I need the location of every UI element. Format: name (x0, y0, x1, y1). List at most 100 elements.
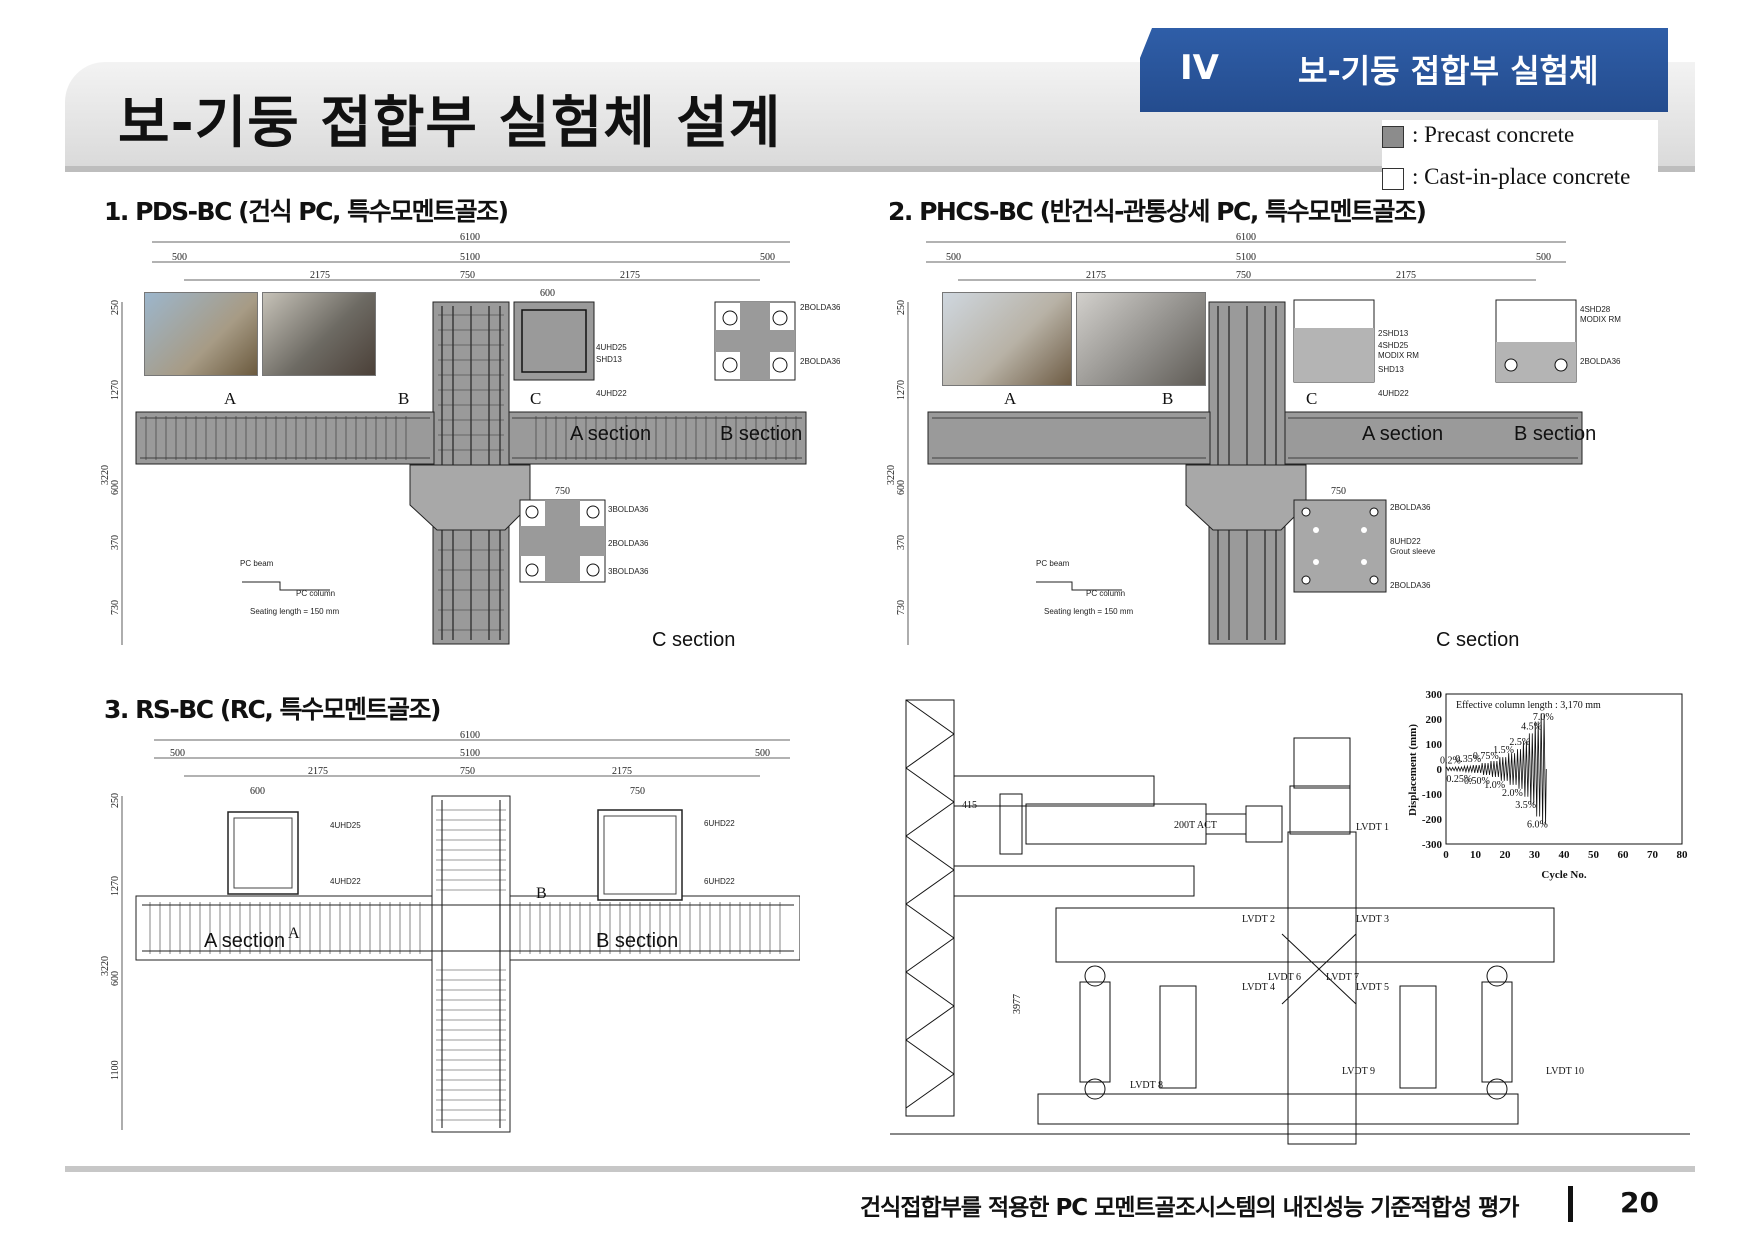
beam-stirrups (149, 902, 781, 954)
legend-label: : Cast-in-place concrete (1412, 164, 1631, 189)
dim-left: 500 (946, 252, 961, 263)
reaction-frame (905, 699, 955, 1117)
dim-v2: 1270 (110, 380, 121, 400)
lvdt-2: LVDT 2 (1242, 914, 1275, 925)
b-section-label: B section (1514, 423, 1596, 445)
dim-v1: 250 (896, 300, 907, 315)
specimen-photo-2 (262, 292, 376, 376)
marker-c: C (530, 389, 541, 408)
a-rebar-1: 4UHD25 (330, 821, 361, 830)
actuator-label: 200T ACT (1174, 820, 1217, 831)
drift-step-label: 6.0% (1527, 820, 1548, 831)
drift-step-label: 0.2% (1440, 755, 1461, 766)
specimen-photo-1 (942, 292, 1072, 386)
drift-step-label: 0.75% (1473, 751, 1499, 762)
dim-v1: 250 (110, 793, 121, 808)
marker-a: A (1004, 389, 1017, 408)
drawing-rs-bc: 6100 500 5100 500 2175 750 2175 250 1270… (100, 730, 801, 1150)
lvdt-10: LVDT 10 (1546, 1066, 1584, 1077)
b-section-label: B section (596, 930, 678, 952)
column-ties (436, 809, 506, 1121)
precast-swatch (1382, 125, 1404, 148)
a-rebar-2: 4SHD25 (1378, 341, 1409, 350)
dim-right: 500 (760, 252, 775, 263)
y-tick-label: 0 (1437, 764, 1443, 776)
dim-v3: 3220 (100, 956, 111, 976)
footer-text: 건식접합부를 적용한 PC 모멘트골조시스템의 내진성능 기준적합성 평가 (860, 1195, 1519, 1221)
pc-beam-right (1284, 411, 1583, 465)
b-section-shape (597, 809, 683, 901)
drift-step-label: 0.50% (1464, 776, 1490, 787)
dim-total: 6100 (1236, 232, 1256, 243)
dim-v5: 1100 (110, 1060, 121, 1080)
a-rebar-4: SHD13 (1378, 365, 1404, 374)
drift-step-label: 0.25% (1446, 774, 1472, 785)
section-3-title: 3. RS-BC (RC, 특수모멘트골조) (104, 695, 441, 724)
x-tick-label: 10 (1470, 849, 1482, 861)
drift-step-label: 2.0% (1502, 788, 1523, 799)
dim-span-left: 2175 (310, 270, 330, 281)
y-tick-label: 200 (1426, 714, 1443, 726)
c-section-label: C section (1436, 629, 1519, 651)
x-axis-label: Cycle No. (1541, 869, 1586, 881)
a-rebar-2: 4UHD22 (330, 877, 361, 886)
note-pc-column: PC column (1086, 589, 1125, 598)
lvdt-8: LVDT 8 (1130, 1080, 1163, 1091)
dim-column: 750 (1236, 270, 1251, 281)
c-rebar-4: 2BOLDA36 (1390, 581, 1431, 590)
y-tick-label: 300 (1426, 689, 1443, 701)
chapter-number: IV (1180, 48, 1219, 88)
c-rebar-2: 2BOLDA36 (608, 539, 649, 548)
legend-item-precast: : Precast concrete (1382, 122, 1574, 148)
pc-beam-left (135, 411, 435, 465)
c-section-shape (1293, 499, 1387, 593)
dim-left: 500 (172, 252, 187, 263)
lvdt-6: LVDT 6 (1268, 972, 1301, 983)
dim-v3: 3220 (100, 465, 111, 485)
x-tick-label: 80 (1677, 849, 1689, 861)
displacement-history-line (1445, 713, 1547, 825)
test-beam (1055, 907, 1555, 963)
test-setup-drawing: 415 200T ACT 3977 LVDT 1 LVDT 2 LVDT 3 L… (890, 699, 1690, 1145)
dim-v2: 1270 (896, 380, 907, 400)
marker-b: B (1162, 389, 1173, 408)
b-rebar-2: 2BOLDA36 (800, 357, 840, 366)
dim-v4: 600 (896, 480, 907, 495)
b-rebar-1: 6UHD22 (704, 819, 735, 828)
drift-step-label: 1.5% (1493, 745, 1514, 756)
dim-column: 750 (460, 766, 475, 777)
y-tick-label: -100 (1422, 789, 1443, 801)
y-tick-label: -200 (1422, 814, 1443, 826)
dim-total: 6100 (460, 730, 480, 741)
c-section-label: C section (652, 629, 735, 651)
phcs-bc-drawing: 6100 500 5100 500 2175 750 2175 250 1270… (886, 232, 1621, 651)
column-ties (438, 314, 504, 631)
drift-step-label: 4.5% (1521, 721, 1542, 732)
title-rule (65, 166, 1695, 172)
dim-415: 415 (962, 800, 977, 811)
dim-v1: 250 (110, 300, 121, 315)
x-tick-label: 60 (1618, 849, 1630, 861)
a-section-label: A section (570, 423, 651, 445)
drift-step-label: 0.35% (1455, 754, 1481, 765)
page-title: 보-기둥 접합부 실험체 설계 (118, 91, 782, 156)
section-1-title: 1. PDS-BC (건식 PC, 특수모멘트골조) (104, 197, 509, 226)
lvdt-3: LVDT 3 (1356, 914, 1389, 925)
dim-mid: 5100 (460, 252, 480, 263)
dim-v5: 370 (896, 535, 907, 550)
chart-title: Effective column length : 3,170 mm (1456, 700, 1601, 711)
specimen-photo-1 (144, 292, 258, 376)
material-legend: : Precast concrete : Cast-in-place concr… (1382, 120, 1658, 192)
dim-span-right: 2175 (620, 270, 640, 281)
dim-mid: 5100 (460, 748, 480, 759)
lvdt-7: LVDT 7 (1326, 972, 1359, 983)
dim-span-right: 2175 (612, 766, 632, 777)
dim-span-right: 2175 (1396, 270, 1416, 281)
a-dim-width: 600 (250, 786, 265, 797)
a-rebar-1: 4UHD25 (596, 343, 627, 352)
rs-bc-drawing: 6100 500 5100 500 2175 750 2175 250 1270… (100, 730, 801, 1133)
pc-beam-right (508, 411, 807, 465)
b-rebar-1: 4SHD28 (1580, 305, 1611, 314)
a-section-shape (227, 811, 299, 895)
b-rebar-2: 6UHD22 (704, 877, 735, 886)
